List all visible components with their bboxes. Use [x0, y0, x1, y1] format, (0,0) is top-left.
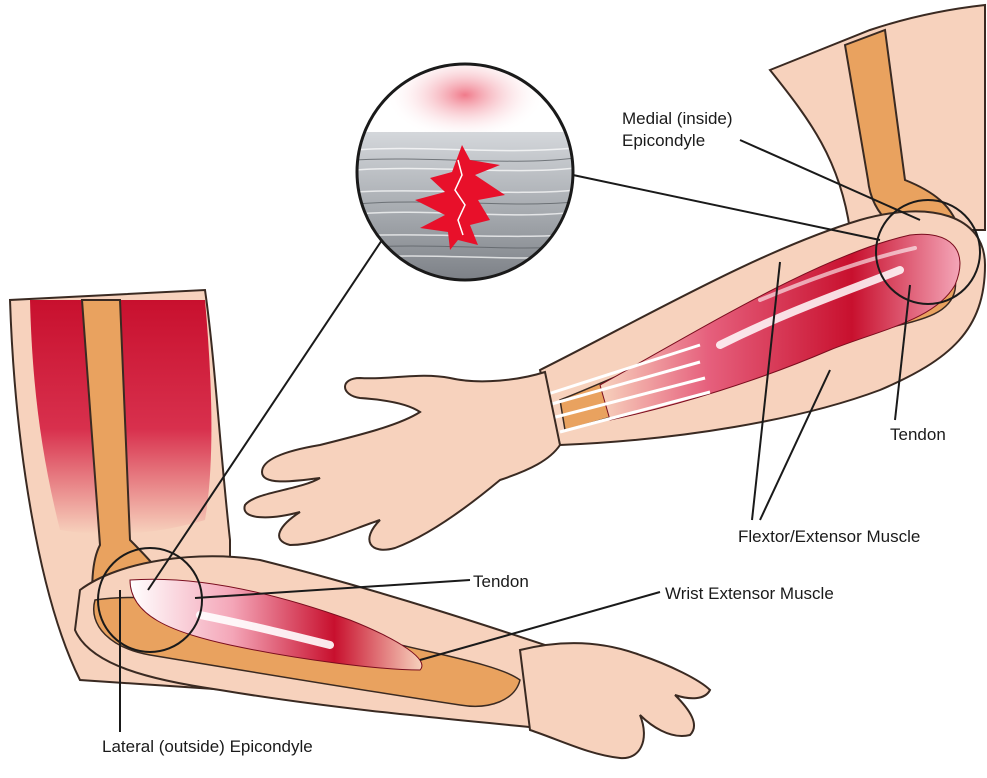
right-arm [244, 5, 985, 550]
tendon-left-label: Tendon [473, 571, 529, 593]
medial-epicondyle-label-line1: Medial (inside) [622, 108, 733, 130]
lateral-epicondyle-label: Lateral (outside) Epicondyle [102, 736, 313, 758]
magnifier-to-right-elbow-line [573, 175, 880, 240]
medial-epicondyle-label: Medial (inside) Epicondyle [622, 108, 733, 152]
medial-epicondyle-label-line2: Epicondyle [622, 130, 733, 152]
wrist-extensor-muscle-label: Wrist Extensor Muscle [665, 583, 834, 605]
flexor-extensor-muscle-label: Flextor/Extensor Muscle [738, 526, 920, 548]
magnified-tendon-tear [355, 50, 575, 282]
right-hand [244, 372, 560, 550]
left-hand [520, 643, 710, 758]
tendon-right-label: Tendon [890, 424, 946, 446]
